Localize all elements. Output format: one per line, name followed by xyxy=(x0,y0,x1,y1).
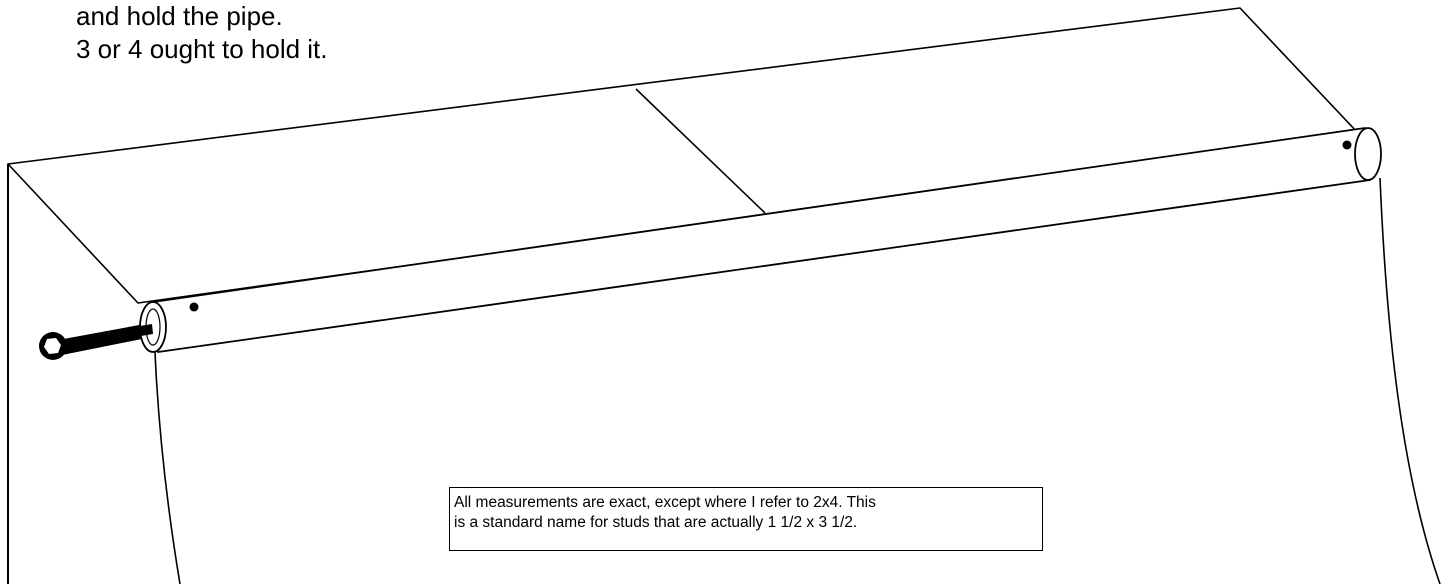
pipe-right-end xyxy=(1354,127,1382,181)
note-line-1: All measurements are exact, except where… xyxy=(454,494,876,511)
wrench-ring-hole xyxy=(44,338,61,354)
wrench-handle xyxy=(58,323,152,355)
wrench-shaft-inner xyxy=(140,324,153,336)
sheet-left-fold xyxy=(154,351,181,584)
instruction-text: and hold the pipe. 3 or 4 ought to hold … xyxy=(76,0,328,66)
pipe-bolt-hole-left xyxy=(189,302,199,312)
instruction-line-2: 3 or 4 ought to hold it. xyxy=(76,34,328,64)
pipe-bolt-hole-right xyxy=(1342,140,1352,150)
instruction-line-1: and hold the pipe. xyxy=(76,1,283,31)
note-line-2: is a standard name for studs that are ac… xyxy=(454,514,858,531)
sheet-right-edge xyxy=(1379,177,1441,584)
measurement-note-box: All measurements are exact, except where… xyxy=(449,487,1043,551)
frame-seam-line xyxy=(635,88,766,214)
